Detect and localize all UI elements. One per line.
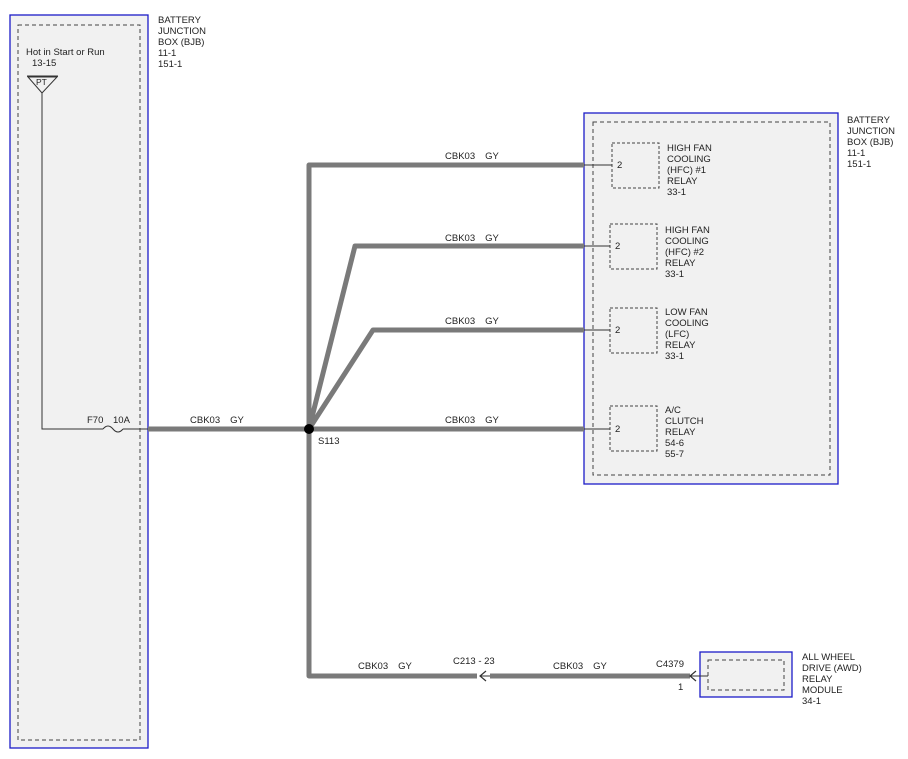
relay-ac-clutch: 2 A/C CLUTCH RELAY 54-6 55-7 xyxy=(584,405,706,460)
wire-hfc1 xyxy=(306,162,584,429)
relay-hfc1: 2 HIGH FAN COOLING (HFC) #1 RELAY 33-1 xyxy=(584,142,715,198)
awd-connector-icon xyxy=(689,670,708,682)
relay-hfc2: 2 HIGH FAN COOLING (HFC) #2 RELAY 33-1 xyxy=(584,223,713,280)
pt-connector-icon: PT xyxy=(26,75,59,94)
bjb-left-inner-border xyxy=(17,24,141,741)
svg-text:LOW FAN COOLING (L: LOW FAN COOLING (LFC) RELAY 33-1 xyxy=(665,307,711,362)
splice-label: S113 xyxy=(318,436,339,447)
inline-connector-label: C213 - 23 xyxy=(453,656,495,667)
awd-connector-label: C4379 xyxy=(656,659,684,670)
inline-connector-icon xyxy=(479,670,490,682)
awd-module-title: ALL WHEEL DRIVE (AWD) RELAY MODULE 34-1 xyxy=(802,652,864,707)
svg-text:2: 2 xyxy=(615,325,620,336)
hot-label: Hot in Start or Run xyxy=(26,47,105,58)
pt-label: PT xyxy=(36,77,47,87)
svg-text:2: 2 xyxy=(617,160,622,171)
awd-module-inner xyxy=(707,659,785,691)
bjb-right-inner-border xyxy=(592,121,831,476)
wire-lfc xyxy=(306,327,584,431)
splice-dot xyxy=(304,424,314,434)
svg-text:2: 2 xyxy=(615,241,620,252)
svg-text:HIGH FAN COOLING (: HIGH FAN COOLING (HFC) #1 RELAY 33-1 xyxy=(667,143,715,198)
wire-hfc2 xyxy=(306,243,584,430)
awd-pin-label: 1 xyxy=(678,682,683,693)
bjb-left-box xyxy=(9,14,149,749)
svg-text:2: 2 xyxy=(615,424,620,435)
fuse-id: F70 xyxy=(87,415,103,426)
relay-lfc: 2 LOW FAN COOLING (LFC) RELAY 33-1 xyxy=(584,307,711,362)
wire-awd-a xyxy=(306,429,477,679)
svg-text:HIGH FAN COOLING (: HIGH FAN COOLING (HFC) #2 RELAY 33-1 xyxy=(665,225,713,280)
bjb-right-box xyxy=(583,112,839,485)
bjb-left-title: BATTERY JUNCTION BOX (BJB) 11-1 151-1 xyxy=(158,15,209,70)
svg-text:A/C CLUTCH RELAY: A/C CLUTCH RELAY 54-6 55-7 xyxy=(665,405,706,460)
fuse-icon xyxy=(102,425,124,433)
bjb-right-title: BATTERY JUNCTION BOX (BJB) 11-1 151-1 xyxy=(847,115,898,170)
fuse-rating: 10A xyxy=(113,415,131,426)
internal-feed-line xyxy=(41,93,103,430)
hot-ref: 13-15 xyxy=(32,58,56,69)
